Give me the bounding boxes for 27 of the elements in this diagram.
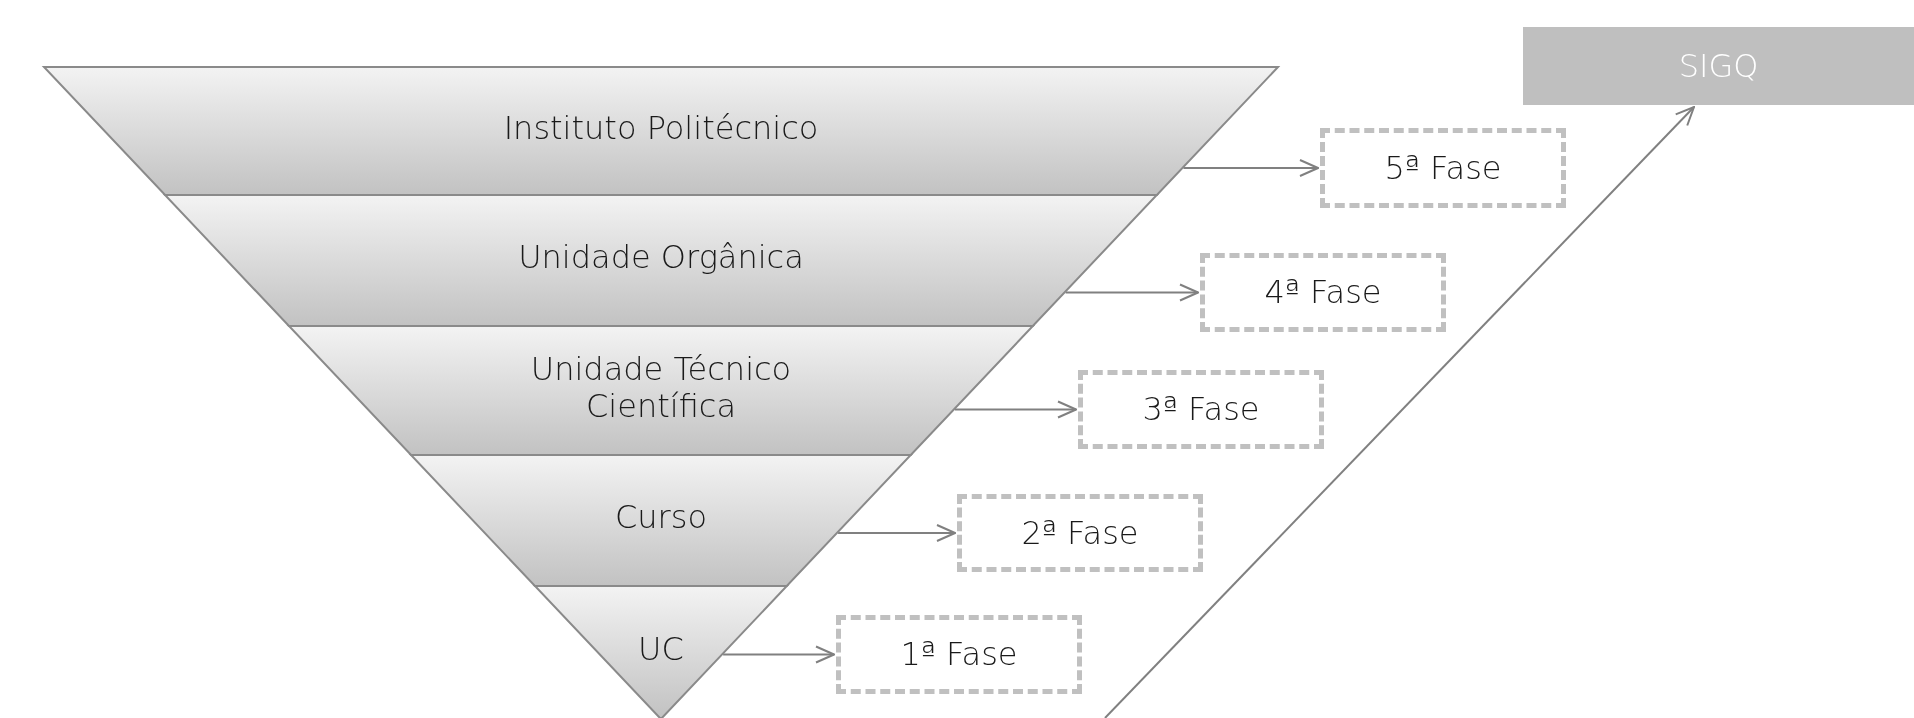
arrow — [1104, 106, 1695, 718]
level-label: Unidade Técnico Científica — [529, 350, 793, 425]
phase-box — [1200, 253, 1446, 332]
funnel-level — [289, 326, 1033, 455]
system-box — [1523, 27, 1914, 105]
phase-box — [1320, 128, 1566, 208]
arrow — [1064, 283, 1199, 302]
level-label: Unidade Orgânica — [518, 239, 804, 276]
phase-label: 4ª Fase — [1264, 274, 1382, 311]
arrow — [722, 645, 835, 664]
level-label: Curso — [614, 499, 707, 536]
phase-label: 5ª Fase — [1384, 149, 1502, 187]
arrow — [837, 524, 956, 542]
arrow — [953, 400, 1077, 419]
phase-label: 2ª Fase — [1021, 514, 1139, 552]
level-label: Instituto Politécnico — [503, 109, 819, 147]
phase-label: 1ª Fase — [900, 636, 1018, 673]
phase-label: 3ª Fase — [1142, 391, 1260, 428]
system-label: SIGQ — [1678, 47, 1759, 85]
funnel-level — [411, 455, 911, 586]
phase-box — [1078, 370, 1324, 449]
phase-box — [957, 494, 1203, 572]
funnel-level — [44, 67, 1278, 195]
funnel-level — [165, 195, 1157, 326]
phase-box — [836, 615, 1082, 694]
level-label: UC — [638, 630, 684, 668]
arrow — [1182, 159, 1319, 177]
